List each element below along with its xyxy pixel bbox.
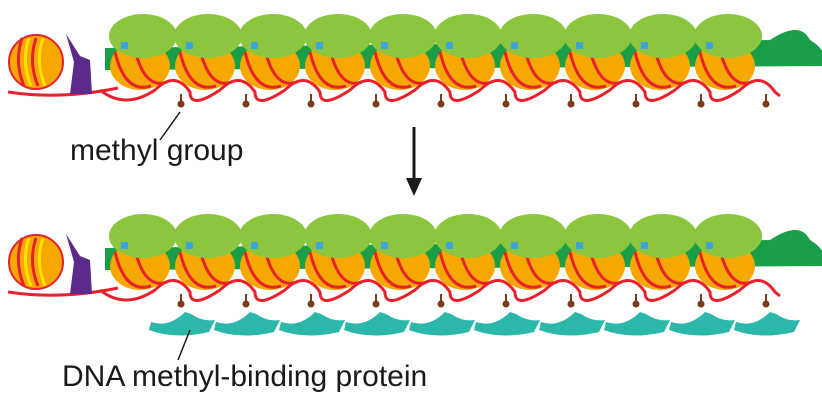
dna-strand: [7, 86, 119, 97]
methyl-group: [502, 300, 510, 308]
histone-mark: [706, 42, 713, 49]
nucleosome: [499, 214, 605, 336]
methyl-binding-protein: [604, 312, 670, 336]
dna-strand: [7, 286, 119, 297]
histone-mark: [576, 42, 583, 49]
nucleosome-free: [8, 34, 64, 90]
dna-strand: [99, 279, 781, 302]
nucleosome: [304, 214, 410, 336]
histone-mark: [511, 42, 518, 49]
methyl-group: [567, 300, 575, 308]
nucleosome: [369, 14, 445, 108]
methyl-group: [307, 300, 315, 308]
methyl-group: [242, 100, 250, 108]
methyl-group-pointer: [159, 111, 181, 141]
nucleosome: [109, 214, 215, 336]
methyl-binding-protein: [279, 312, 345, 336]
methyl-group: [437, 100, 445, 108]
histone-mark: [576, 242, 583, 249]
nucleosome: [499, 14, 575, 108]
nucleosome: [434, 214, 540, 336]
chromatin-row-before: [7, 14, 822, 108]
histone-mark: [446, 242, 453, 249]
linker-protein: [66, 34, 92, 94]
methyl-binding-protein: [214, 312, 280, 336]
nucleosome: [629, 14, 705, 108]
histone-mark: [186, 42, 193, 49]
dna-strand: [99, 79, 781, 102]
methyl-binding-protein: [734, 312, 800, 336]
histone-mark: [251, 42, 258, 49]
histone-mark: [381, 242, 388, 249]
methyl-group: [242, 300, 250, 308]
histone-mark: [641, 242, 648, 249]
nucleosome: [564, 14, 640, 108]
methyl-binding-protein: [149, 312, 215, 336]
nucleosome: [434, 14, 510, 108]
chromatin-row-after: [7, 214, 822, 336]
methyl-binding-protein: [409, 312, 475, 336]
histone-mark: [641, 42, 648, 49]
methyl-binding-protein: [539, 312, 605, 336]
methyl-group: [437, 300, 445, 308]
histone-mark: [121, 242, 128, 249]
methyl-binding-protein: [474, 312, 540, 336]
methyl-group: [372, 100, 380, 108]
nucleosome: [694, 214, 800, 336]
methyl-group-label: methyl group: [70, 134, 244, 167]
methyl-binding-protein: [344, 312, 410, 336]
nucleosome: [239, 214, 345, 336]
histone-mark: [251, 242, 258, 249]
nucleosome: [369, 214, 475, 336]
linker-protein: [66, 234, 92, 294]
methyl-group: [762, 300, 770, 308]
nucleosome: [109, 14, 185, 108]
methyl-binding-protein-label: DNA methyl-binding protein: [62, 360, 428, 393]
histone-mark: [316, 42, 323, 49]
methyl-group: [632, 300, 640, 308]
methyl-group: [697, 100, 705, 108]
nucleosome: [174, 214, 280, 336]
nucleosome: [629, 214, 735, 336]
methyl-group: [567, 100, 575, 108]
histone-mark: [121, 42, 128, 49]
binding-protein-pointer: [177, 329, 191, 361]
methyl-binding-protein: [669, 312, 735, 336]
methyl-group: [177, 100, 185, 108]
methyl-group: [372, 300, 380, 308]
methyl-group: [307, 100, 315, 108]
nucleosome: [694, 14, 770, 108]
methyl-group: [762, 100, 770, 108]
histone-mark: [706, 242, 713, 249]
nucleosome: [239, 14, 315, 108]
methyl-group: [632, 100, 640, 108]
histone-mark: [316, 242, 323, 249]
nucleosome: [564, 214, 670, 336]
methyl-group: [502, 100, 510, 108]
histone-mark: [446, 42, 453, 49]
methyl-group: [697, 300, 705, 308]
histone-mark: [186, 242, 193, 249]
nucleosome: [304, 14, 380, 108]
methyl-group: [177, 300, 185, 308]
transition-arrow: [406, 127, 422, 196]
nucleosome-free: [8, 234, 64, 290]
nucleosome: [174, 14, 250, 108]
histone-mark: [381, 42, 388, 49]
histone-mark: [511, 242, 518, 249]
